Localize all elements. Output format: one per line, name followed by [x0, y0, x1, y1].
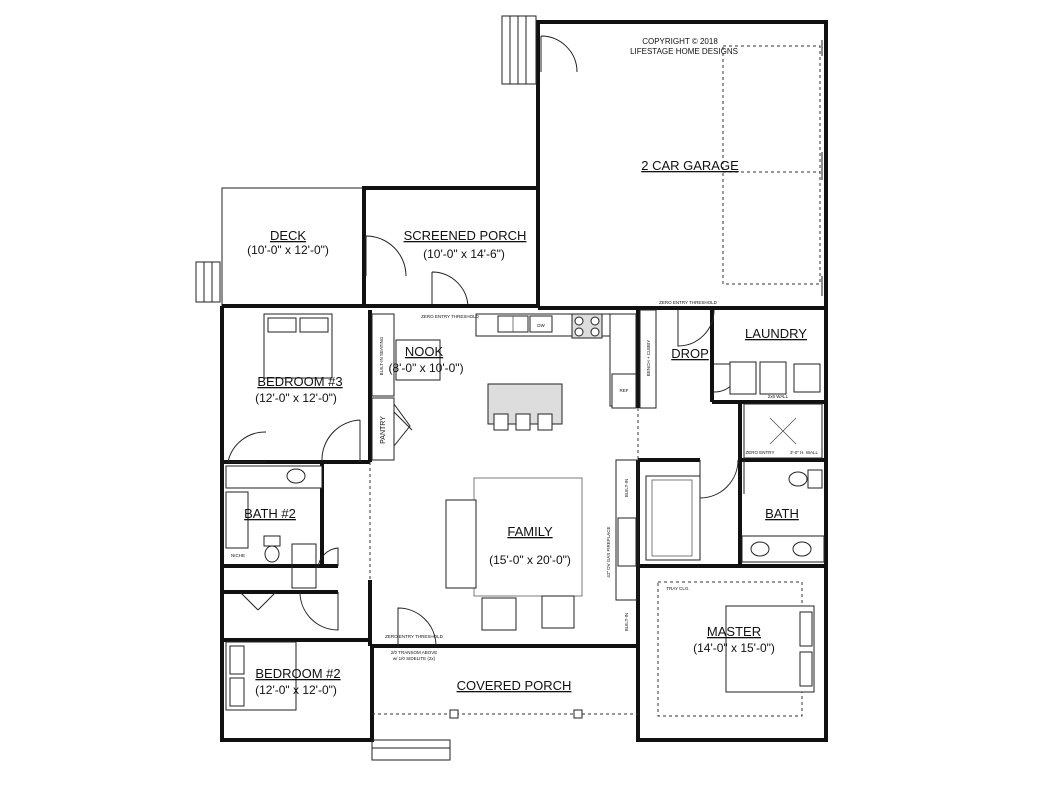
zero-entry-nook-label: ZERO ENTRY THRESHOLD: [421, 314, 480, 319]
drop-label: DROP: [671, 346, 709, 361]
bench-cubby: [639, 309, 657, 409]
washer: [729, 361, 757, 395]
screened-porch: [362, 186, 538, 309]
copyright-note: COPYRIGHT © 2018 LIFESTAGE HOME DESIGNS: [630, 37, 738, 56]
bedroom2-size: (12'-0" x 12'-0"): [255, 683, 337, 697]
built-in-seating: [371, 313, 395, 397]
toilet-icon: [263, 535, 281, 547]
tray-ceiling-label: TRAY CLG.: [666, 586, 689, 591]
master-label: MASTER: [707, 624, 761, 639]
laundry-sink-icon: [793, 363, 821, 393]
family-label: FAMILY: [507, 524, 553, 539]
bath2-label: BATH #2: [244, 506, 296, 521]
screened-porch-door: [365, 235, 407, 277]
laundry-label: LAUNDRY: [745, 326, 807, 341]
deck-size: (10'-0" x 12'-0"): [247, 243, 329, 257]
toilet-icon: [807, 469, 823, 489]
zero-entry-garage-label: ZERO ENTRY THRESHOLD: [659, 300, 718, 305]
zero-entry-bath-label: ZERO ENTRY: [746, 450, 775, 455]
deck-outline: [221, 187, 364, 306]
shower-wall-note: 3'-0" H. WALL: [790, 450, 819, 455]
garage-side-door: [540, 35, 578, 73]
builtin-label-1: BUILT-IN: [624, 479, 629, 497]
refrigerator: [611, 373, 637, 409]
screened-porch-wall: [362, 186, 538, 306]
deck: [195, 187, 364, 306]
garage-label: 2 CAR GARAGE: [641, 158, 739, 173]
bedroom3-label: BEDROOM #3: [257, 374, 342, 389]
dw-label: DW: [537, 323, 545, 328]
nook-label: NOOK: [405, 344, 444, 359]
bench-cubby-label: BENCH + CUBBY: [646, 340, 651, 376]
niche-label: NICHE: [231, 553, 245, 558]
covered-porch: [371, 709, 638, 761]
fireplace-label: 42" DV GAS FIREPLACE: [606, 526, 611, 577]
lin-label: LIN: [300, 564, 307, 569]
dryer: [759, 361, 787, 395]
porch-entry-door: [431, 271, 469, 309]
screened-porch-label: SCREENED PORCH: [404, 228, 527, 243]
zero-entry-family-label: ZERO ENTRY THRESHOLD: [385, 634, 444, 639]
pantry-label: PANTRY: [380, 416, 387, 444]
transom-note-1: 2/0 TRANSOM ABOVE: [391, 650, 437, 655]
garage-steps: [501, 15, 537, 85]
garage-outer-wall: [536, 20, 828, 308]
nook-table: [395, 339, 441, 381]
bedroom2-label: BEDROOM #2: [255, 666, 340, 681]
armchair: [481, 597, 517, 631]
sofa: [445, 499, 477, 589]
builtin-label-2: BUILT-IN: [624, 613, 629, 631]
bathtub: [225, 491, 249, 549]
copyright-line-1: COPYRIGHT © 2018: [642, 37, 718, 46]
screened-porch-size: (10'-0" x 14'-6"): [423, 247, 505, 261]
wall-2x6-label: 2x6 WALL: [768, 394, 789, 399]
dishwasher: [529, 315, 553, 333]
overhead-door-track: [722, 45, 821, 285]
vanity-sink-icon: [286, 468, 306, 484]
porch-steps: [371, 739, 451, 761]
covered-porch-label: COVERED PORCH: [457, 678, 572, 693]
family-size: (15'-0" x 20'-0"): [489, 553, 571, 567]
deck-steps: [195, 261, 221, 303]
bath-label: BATH: [765, 506, 799, 521]
master-size: (14'-0" x 15'-0"): [693, 641, 775, 655]
bedroom3-size: (12'-0" x 12'-0"): [255, 391, 337, 405]
armchair: [541, 595, 575, 629]
transom-note-2: w/ 1/0 SIDELITE (2x): [393, 656, 436, 661]
bed: [725, 605, 815, 693]
ref-label: REF: [620, 388, 629, 393]
vanity: [225, 465, 323, 489]
deck-label: DECK: [270, 228, 306, 243]
fixtures: [225, 309, 825, 717]
copyright-line-2: LIFESTAGE HOME DESIGNS: [630, 47, 738, 56]
nook-size: (8'-0" x 10'-0"): [388, 361, 463, 375]
builtin-seating-label: BUILT-IN SEATING: [379, 336, 384, 375]
